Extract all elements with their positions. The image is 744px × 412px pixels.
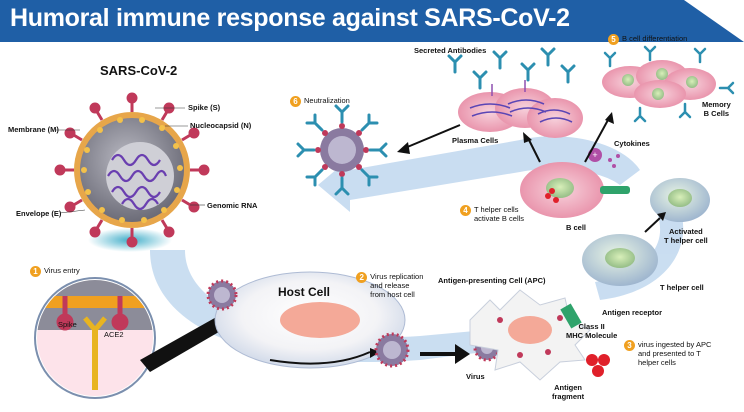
arrow-to-memory: [584, 119, 609, 163]
step-2-badge: 2: [356, 272, 368, 283]
label-activated-t-helper: Activated T helper cell: [664, 227, 708, 245]
label-class-ii-mhc: Class II MHC Molecule: [566, 322, 618, 340]
step-4-badge: 4: [460, 205, 471, 216]
label-secreted-antibodies: Secreted Antibodies: [414, 46, 487, 55]
diagram-canvas: +: [34, 45, 735, 399]
antigen-fragment: [586, 354, 610, 377]
step-6-text: Neutralization: [304, 96, 350, 105]
arrow-to-plasma: [527, 137, 541, 163]
plasma-cells: [458, 88, 583, 138]
antigen-presenting-cell: [469, 289, 591, 381]
label-b-cell: B cell: [566, 223, 587, 232]
virus-label: SARS-CoV-2: [100, 63, 178, 78]
diagram-title: Humoral immune response against SARS-CoV…: [10, 4, 570, 32]
small-virion-2: [374, 332, 410, 368]
label-spike-s: Spike (S): [188, 103, 221, 112]
label-spike: Spike: [58, 320, 77, 329]
t-helper-cell: [582, 234, 658, 286]
label-ace2: ACE2: [104, 330, 124, 339]
step-6-badge: 6: [290, 96, 301, 107]
secreted-antibodies: [447, 47, 576, 90]
label-apc: Antigen-presenting Cell (APC): [438, 276, 546, 285]
svg-text:+: +: [592, 150, 597, 160]
label-host-cell: Host Cell: [278, 285, 331, 299]
step-1-badge: 1: [30, 266, 41, 277]
label-antigen-fragment: Antigen fragment: [552, 383, 585, 401]
memory-b-cells: [602, 45, 735, 123]
arrow-to-neutralization: [404, 124, 461, 149]
neutralization-complex: [296, 104, 388, 196]
b-cell: [520, 162, 630, 218]
arrow-t-activation: [644, 217, 661, 233]
step-3-text: virus ingested by APC and presented to T…: [638, 340, 712, 367]
host-cell: [214, 271, 406, 369]
step-1-text: Virus entry: [44, 266, 80, 275]
label-genomic-rna: Genomic RNA: [207, 201, 258, 210]
label-t-helper-cell: T helper cell: [660, 283, 704, 292]
title-bar: Humoral immune response against SARS-CoV…: [0, 0, 744, 42]
step-4-text: T helper cells activate B cells: [474, 205, 525, 223]
label-virus: Virus: [466, 372, 485, 381]
label-membrane: Membrane (M): [8, 125, 59, 134]
step-5-text: B cell differentiation: [622, 34, 688, 43]
label-memory-b-cells: Memory B Cells: [702, 100, 731, 118]
title-bar-corner: [684, 0, 744, 42]
sars-cov-2-virion: [54, 92, 210, 248]
step-3-badge: 3: [624, 340, 635, 351]
label-nucleocapsid: Nucleocapsid (N): [190, 121, 252, 130]
small-virion-1: [206, 279, 238, 311]
label-cytokines: Cytokines: [614, 139, 650, 148]
activated-t-helper-cell: [650, 178, 710, 222]
label-antigen-receptor: Antigen receptor: [602, 308, 663, 317]
step-2-text: Virus replication and release from host …: [370, 272, 424, 299]
arrow-to-apc: [420, 344, 470, 364]
antibody-release-arrows: [491, 80, 526, 96]
step-5-badge: 5: [608, 34, 619, 45]
virus-entry-inset: [34, 277, 156, 399]
label-envelope: Envelope (E): [16, 209, 62, 218]
label-plasma-cells: Plasma Cells: [452, 136, 499, 145]
virus-leader-lines: [55, 107, 205, 214]
